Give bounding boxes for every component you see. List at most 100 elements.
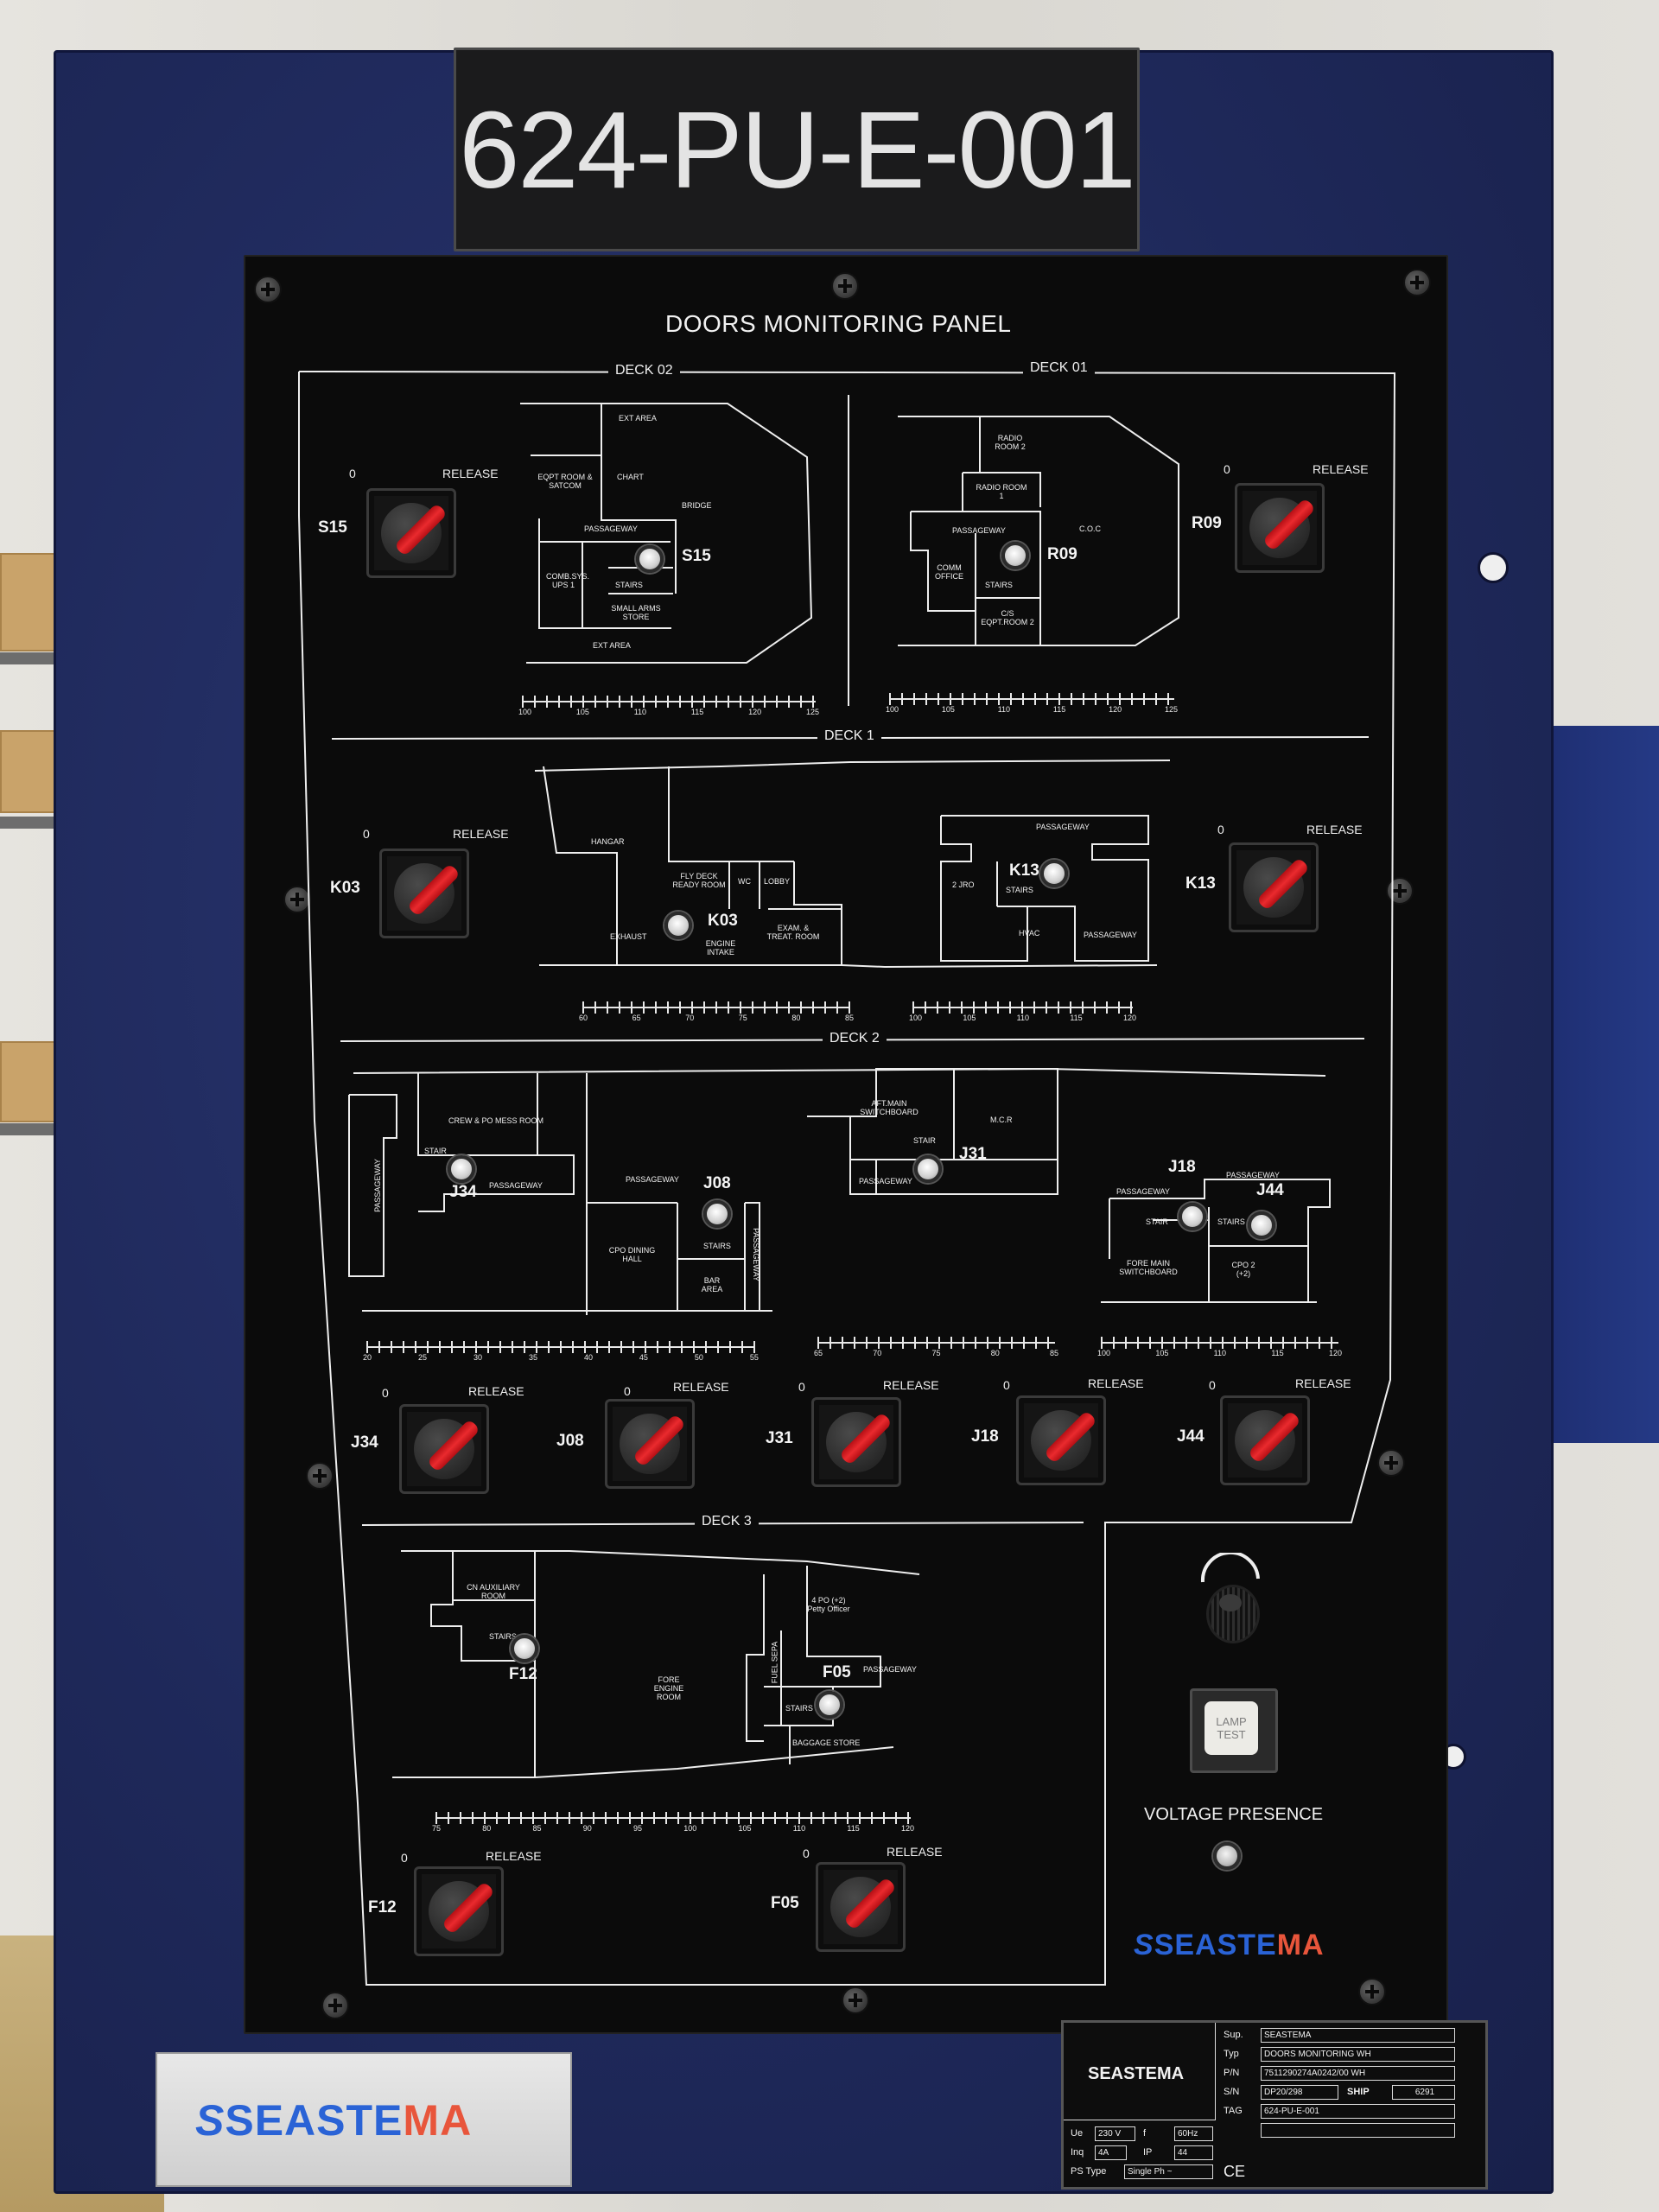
- selector-switch-j34[interactable]: [399, 1404, 489, 1494]
- switch-release-label: RELEASE: [486, 1849, 542, 1863]
- room-label: CHART: [617, 473, 644, 481]
- deck-label-deck02: DECK 02: [608, 363, 680, 378]
- room-label: COMM OFFICE: [935, 563, 963, 581]
- room-label: CN AUXILIARY ROOM: [467, 1583, 520, 1600]
- door-tag-j08: J08: [703, 1174, 731, 1192]
- pn-value: 7511290274A0242/00 WH: [1261, 2066, 1455, 2081]
- room-label: EXT AREA: [619, 414, 657, 423]
- room-label: STAIRS: [615, 581, 643, 589]
- switch-tag-j08: J08: [556, 1432, 584, 1450]
- screw: [1386, 877, 1414, 905]
- room-label: STAIR: [1146, 1217, 1168, 1226]
- room-label: STAIRS: [703, 1242, 731, 1250]
- seastema-s-icon: S: [1134, 1929, 1154, 1961]
- deck-label-deck3: DECK 3: [695, 1514, 759, 1529]
- screw: [1403, 269, 1431, 296]
- screw: [283, 886, 311, 913]
- switch-tag-j34: J34: [351, 1433, 378, 1452]
- door-lamp-r09: [1001, 542, 1029, 569]
- selector-switch-j44[interactable]: [1220, 1395, 1310, 1485]
- door-lamp-j34: [448, 1155, 475, 1183]
- selector-switch-f12[interactable]: [414, 1866, 504, 1956]
- switch-zero-label: 0: [382, 1386, 389, 1400]
- room-label: SMALL ARMS STORE: [611, 604, 661, 621]
- switch-tag-r09: R09: [1192, 514, 1222, 532]
- tag-plate-text: 624-PU-E-001: [459, 88, 1135, 211]
- switch-zero-label: 0: [1217, 823, 1224, 836]
- room-label: PASSAGEWAY: [372, 1159, 382, 1212]
- room-label: BAR AREA: [701, 1276, 723, 1294]
- switch-release-label: RELEASE: [1313, 462, 1369, 476]
- ce-mark: CE: [1224, 2163, 1246, 2180]
- brand-plate-logo: SSEASTEMA: [195, 2096, 473, 2145]
- door-tag-s15: S15: [682, 547, 711, 565]
- screw: [831, 272, 859, 300]
- sup-label: Sup.: [1224, 2030, 1243, 2040]
- room-label: 2 JRO: [952, 880, 975, 889]
- ip-value: 44: [1174, 2145, 1213, 2160]
- room-label: EQPT ROOM & SATCOM: [537, 473, 593, 490]
- tag-label: TAG: [1224, 2106, 1243, 2116]
- switch-zero-label: 0: [803, 1847, 810, 1860]
- door-lamp-j44: [1248, 1211, 1275, 1239]
- switch-zero-label: 0: [363, 827, 370, 841]
- room-label: STAIR: [424, 1147, 447, 1155]
- switch-zero-label: 0: [798, 1380, 805, 1394]
- deck-label-deck1: DECK 1: [817, 728, 881, 744]
- switch-zero-label: 0: [1224, 462, 1230, 476]
- selector-switch-r09[interactable]: [1235, 483, 1325, 573]
- ue-label: Ue: [1071, 2128, 1084, 2139]
- blank-field: [1261, 2123, 1455, 2138]
- door-lamp-f12: [511, 1635, 538, 1662]
- room-label: HANGAR: [591, 837, 625, 846]
- room-label: PASSAGEWAY: [1226, 1171, 1280, 1179]
- room-label: PASSAGEWAY: [1116, 1187, 1170, 1196]
- selector-switch-j18[interactable]: [1016, 1395, 1106, 1485]
- room-label: FUEL SEPA: [770, 1641, 779, 1684]
- room-label: STAIRS: [785, 1704, 813, 1713]
- rating-plate-logo-box: SEASTEMA: [1064, 2023, 1216, 2120]
- ip-label: IP: [1143, 2147, 1153, 2158]
- room-label: RADIO ROOM 2: [995, 434, 1026, 451]
- door-tag-j31: J31: [959, 1145, 987, 1163]
- room-label: CPO 2 (+2): [1231, 1261, 1255, 1278]
- selector-switch-s15[interactable]: [366, 488, 456, 578]
- room-label: PASSAGEWAY: [1084, 931, 1137, 939]
- room-label: HVAC: [1019, 929, 1040, 938]
- tag-value: 624-PU-E-001: [1261, 2104, 1455, 2119]
- room-label: CPO DINING HALL: [608, 1246, 656, 1263]
- selector-switch-k13[interactable]: [1229, 842, 1319, 932]
- switch-release-label: RELEASE: [1088, 1376, 1144, 1390]
- dimmer-knob[interactable]: [1206, 1585, 1260, 1643]
- lamp-test-button[interactable]: LAMP TEST: [1190, 1688, 1278, 1773]
- switch-release-label: RELEASE: [1295, 1376, 1351, 1390]
- selector-switch-k03[interactable]: [379, 849, 469, 938]
- door-tag-k03: K03: [708, 912, 738, 930]
- screw: [842, 1986, 869, 2014]
- switch-release-label: RELEASE: [453, 827, 509, 841]
- switch-release-label: RELEASE: [673, 1380, 729, 1394]
- brand-plate: SSEASTEMA: [156, 2052, 572, 2187]
- panel-title: DOORS MONITORING PANEL: [665, 310, 1012, 337]
- room-label: COMB.SYS. UPS 1: [546, 572, 590, 589]
- selector-switch-j08[interactable]: [605, 1399, 695, 1489]
- room-label: PASSAGEWAY: [1036, 823, 1090, 831]
- selector-switch-f05[interactable]: [816, 1862, 906, 1952]
- door-lamp-s15: [636, 545, 664, 573]
- sup-value: SEASTEMA: [1261, 2028, 1455, 2043]
- doors-monitoring-panel: DOORS MONITORING PANEL DECK 02 DECK 01 D…: [244, 255, 1448, 2034]
- room-label: AFT.MAIN SWITCHBOARD: [860, 1099, 918, 1116]
- switch-zero-label: 0: [1209, 1378, 1216, 1392]
- room-label: WC: [738, 877, 751, 886]
- selector-switch-j31[interactable]: [811, 1397, 901, 1487]
- deck-label-deck2: DECK 2: [823, 1031, 887, 1046]
- switch-zero-label: 0: [624, 1384, 631, 1398]
- room-label: LOBBY: [764, 877, 791, 886]
